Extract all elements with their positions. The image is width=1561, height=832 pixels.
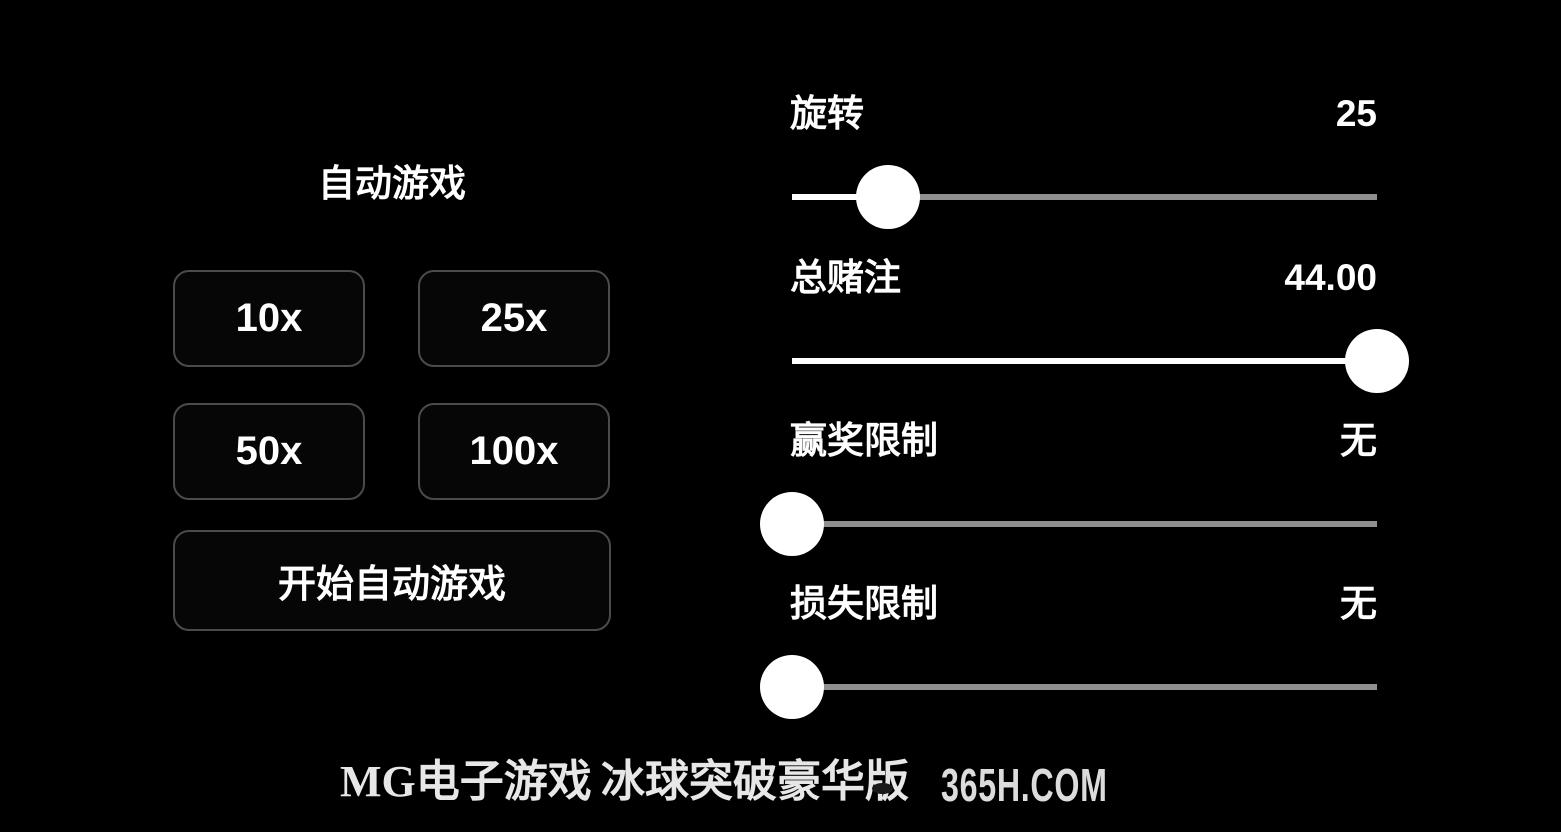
total-bet-slider-thumb[interactable]	[1345, 329, 1409, 393]
win-limit-slider-value: 无	[1340, 420, 1377, 461]
autoplay-count-button-50x[interactable]: 50x	[173, 403, 365, 500]
spins-slider-track[interactable]	[792, 194, 1377, 200]
win-limit-slider-thumb[interactable]	[760, 492, 824, 556]
win-limit-slider-track[interactable]	[792, 521, 1377, 527]
spins-slider-fill	[792, 194, 888, 200]
watermark-dot	[872, 783, 893, 794]
autoplay-count-button-25x[interactable]: 25x	[418, 270, 610, 367]
watermark-site: 365H.COM	[941, 759, 1108, 811]
watermark-game-title: 冰球突破豪华版	[601, 757, 909, 806]
win-limit-slider-label: 赢奖限制	[790, 420, 938, 461]
watermark-provider: MG电子游戏	[340, 757, 592, 806]
spins-slider-value: 25	[1335, 93, 1377, 134]
autoplay-count-button-100x[interactable]: 100x	[418, 403, 610, 500]
loss-limit-slider-label: 损失限制	[790, 583, 938, 624]
spins-slider-label: 旋转	[790, 93, 864, 134]
spins-slider-thumb[interactable]	[855, 165, 920, 229]
total-bet-slider-value: 44.00	[1284, 257, 1377, 298]
autoplay-panel-title: 自动游戏	[318, 163, 466, 204]
total-bet-slider-label: 总赌注	[790, 257, 901, 298]
loss-limit-slider-track[interactable]	[792, 684, 1377, 690]
total-bet-slider-track[interactable]	[792, 358, 1377, 364]
win-limit-slider-group: 赢奖限制 无	[760, 420, 1377, 561]
loss-limit-slider-value: 无	[1340, 583, 1377, 624]
loss-limit-slider-group: 损失限制 无	[760, 583, 1377, 724]
total-bet-slider-fill	[792, 358, 1377, 364]
total-bet-slider-group: 总赌注 44.00	[790, 257, 1409, 398]
start-autoplay-button[interactable]: 开始自动游戏	[173, 530, 611, 631]
spins-slider-group: 旋转 25	[790, 94, 1377, 234]
loss-limit-slider-thumb[interactable]	[760, 655, 824, 719]
autoplay-count-button-10x[interactable]: 10x	[173, 270, 365, 367]
